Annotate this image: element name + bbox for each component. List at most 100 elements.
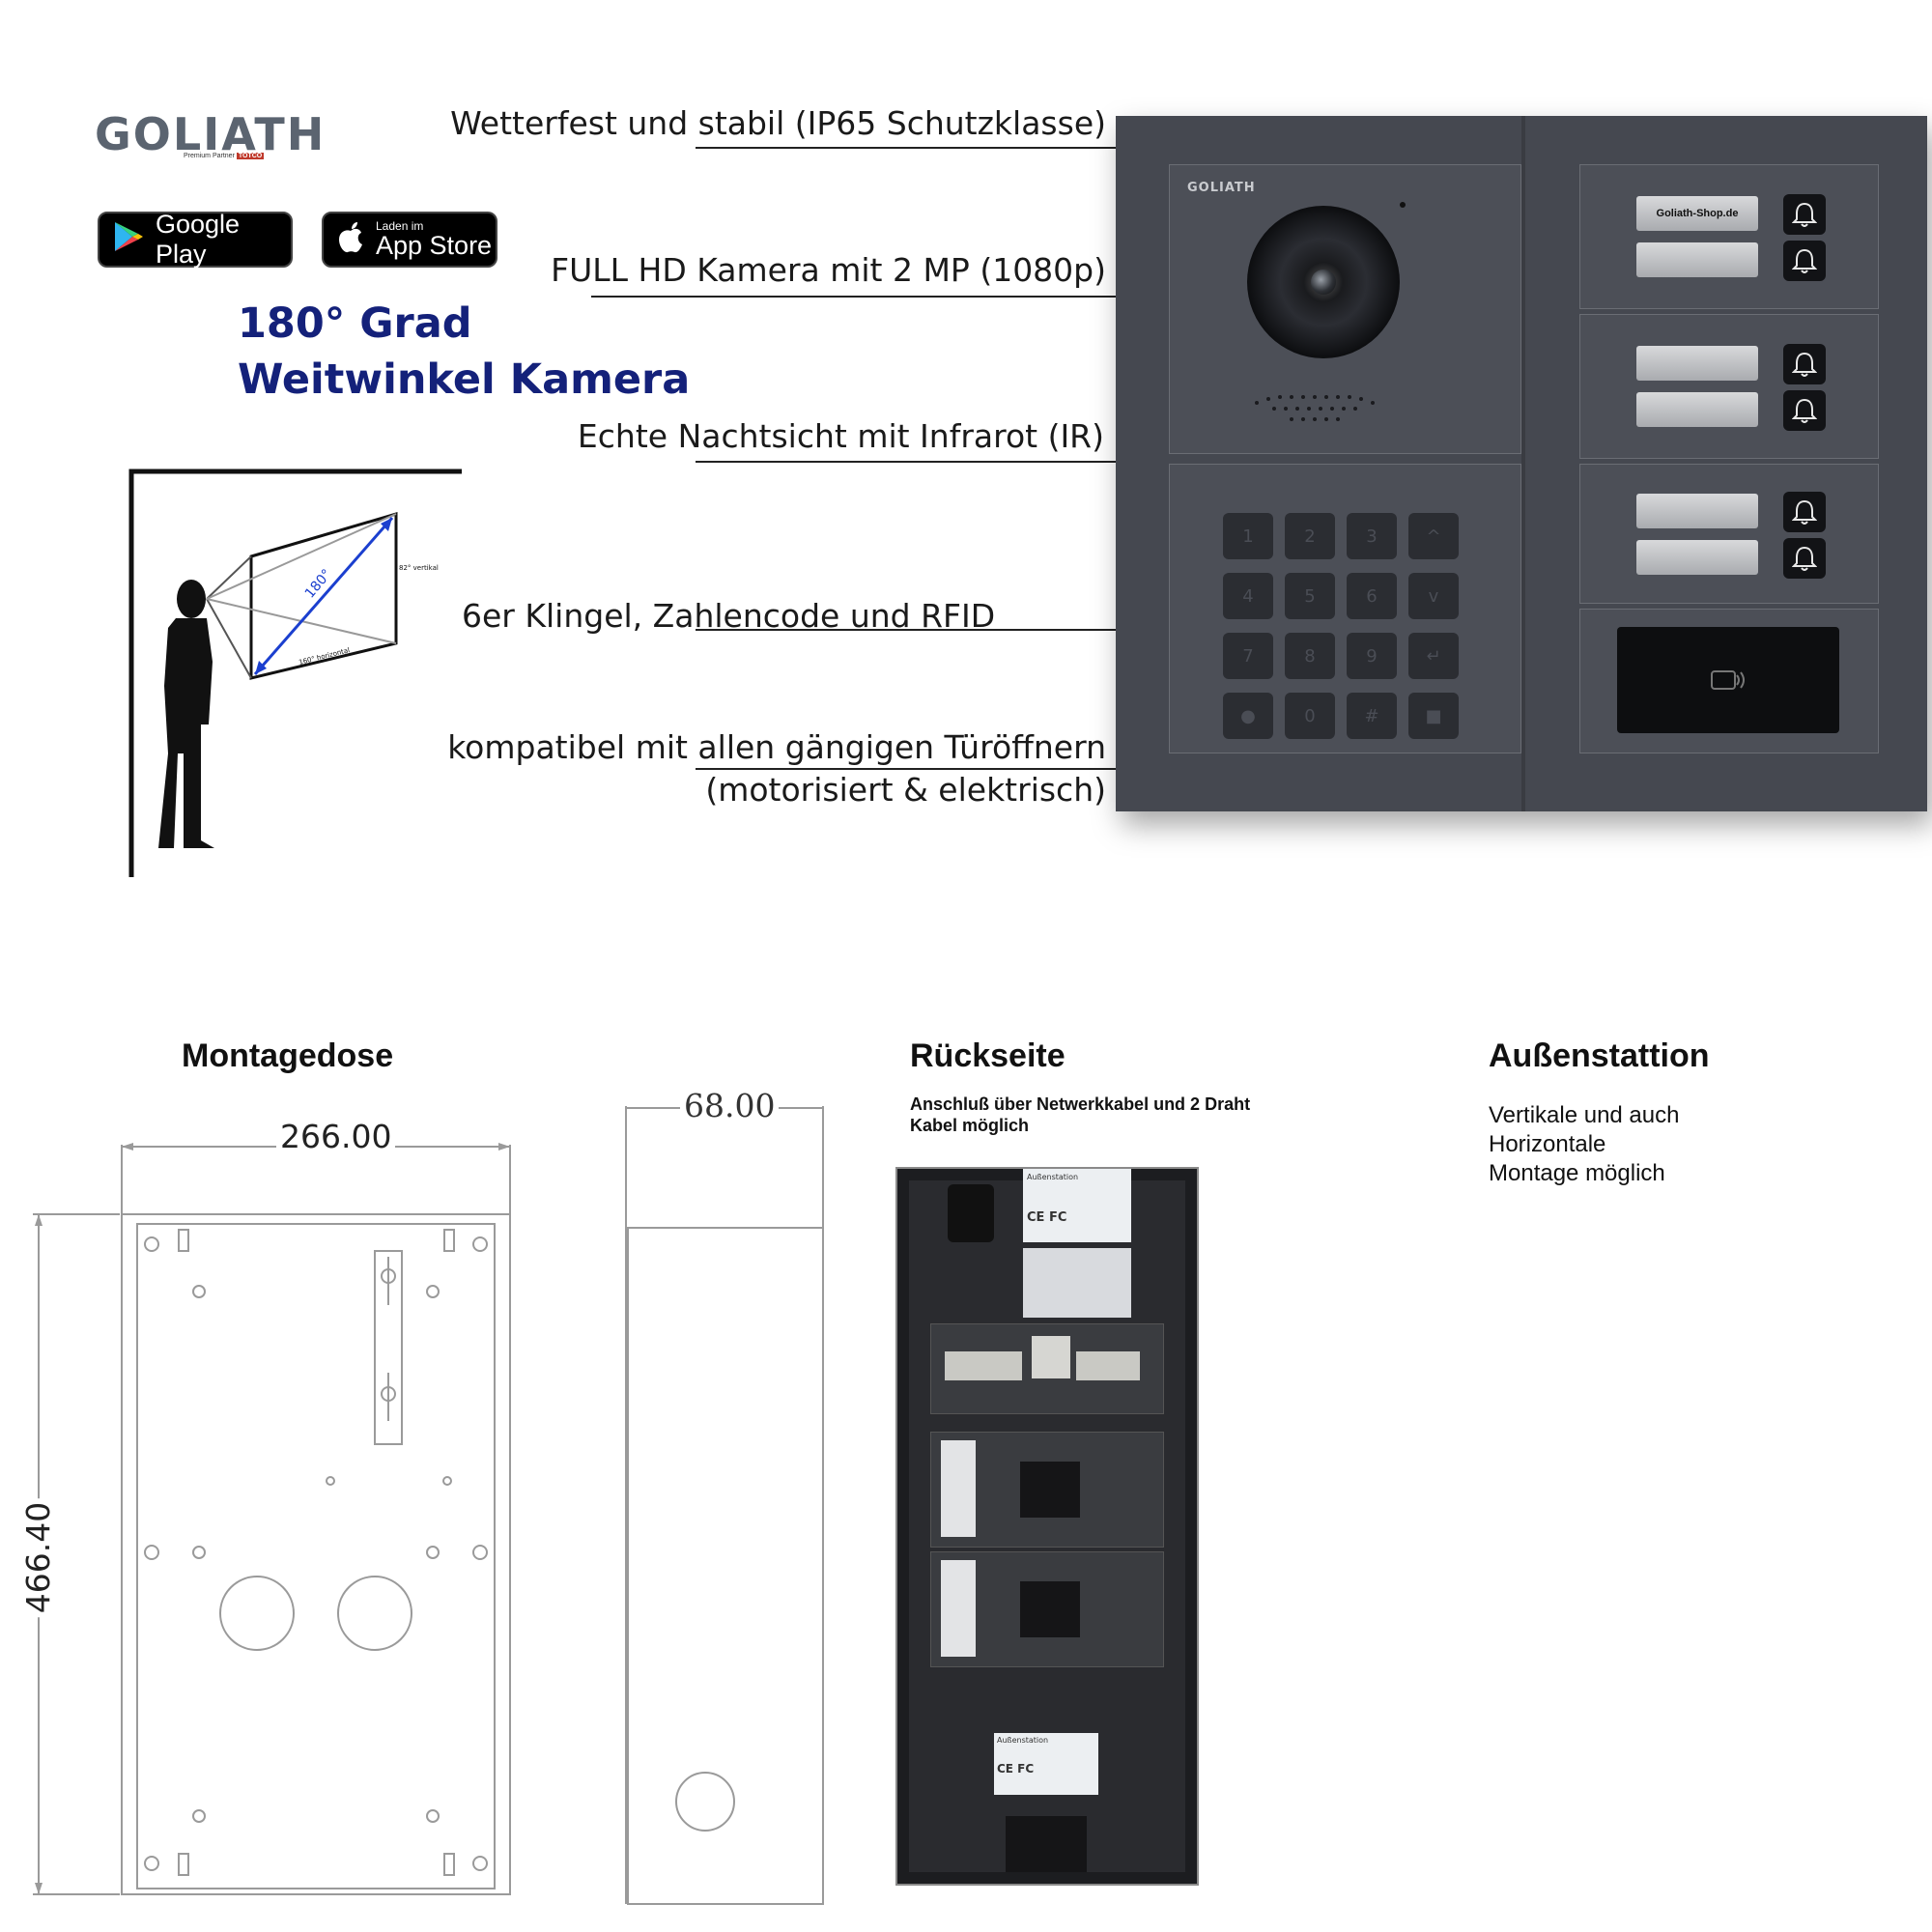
feature-compatible: kompatibel mit allen gängigen Türöffnern <box>447 728 1106 766</box>
tamper-switch <box>948 1184 994 1242</box>
height-dimension: 466.40 <box>19 1497 58 1618</box>
angle-label: 180° <box>302 566 335 601</box>
keypad-key[interactable]: # <box>1347 693 1397 739</box>
rfid-icon <box>1711 670 1745 690</box>
feature-rule-3 <box>696 461 1118 463</box>
diagonal-arrow <box>253 517 394 675</box>
keypad-key[interactable]: ^ <box>1408 513 1459 559</box>
feature-night-vision: Echte Nachtsicht mit Infrarot (IR) <box>577 417 1104 455</box>
aussenstation-line2: Horizontale <box>1489 1131 1606 1157</box>
camera-module: GOLIATH <box>1169 164 1521 454</box>
partner-tagline: Premium Partner TOTCO <box>184 153 265 159</box>
apple-icon <box>337 221 364 259</box>
headline-line2: Weitwinkel Kamera <box>238 355 691 404</box>
rear-view-photo: Außenstation CE FC Außenstation CE FC <box>895 1167 1199 1886</box>
keypad-key[interactable]: 9 <box>1347 633 1397 679</box>
module-connector <box>1020 1581 1080 1637</box>
camera-module-logo: GOLIATH <box>1187 181 1256 195</box>
keypad-key[interactable]: 0 <box>1285 693 1335 739</box>
feature-rule-2 <box>591 296 1118 298</box>
rfid-connector <box>1006 1816 1087 1872</box>
rfid-module <box>1579 609 1879 753</box>
goliath-logo: GOLIATH <box>95 108 327 160</box>
bell-icon <box>1783 194 1826 235</box>
rfid-reader <box>1617 627 1839 733</box>
partner-text: Premium Partner <box>184 153 235 159</box>
aussenstation-description: Vertikale und auch Horizontale Montage m… <box>1489 1101 1679 1188</box>
lens-center <box>1311 270 1336 295</box>
name-tag-button[interactable] <box>1636 494 1758 528</box>
google-play-icon <box>113 220 144 260</box>
app-store-badge[interactable]: Laden im App Store <box>322 212 497 268</box>
panel-divider <box>1521 116 1525 811</box>
width-dimension: 266.00 <box>276 1118 396 1155</box>
keypad-key[interactable]: v <box>1408 573 1459 619</box>
ethernet-port-icon <box>1032 1336 1070 1378</box>
bell-module-back-1 <box>930 1432 1164 1548</box>
feature-rule-4 <box>696 629 1118 631</box>
aussenstation-line3: Montage möglich <box>1489 1160 1665 1186</box>
rueckseite-title: Rückseite <box>910 1037 1065 1074</box>
wiring-label <box>1023 1248 1131 1318</box>
google-play-label: Google Play <box>156 210 241 269</box>
module-connector <box>1020 1462 1080 1518</box>
connector-board <box>930 1323 1164 1414</box>
feature-rule-5 <box>696 768 1118 770</box>
name-tag-button[interactable] <box>1636 346 1758 381</box>
montagedose-title: Montagedose <box>182 1037 394 1074</box>
speaker-grille-icon <box>1255 395 1375 421</box>
name-tag-button[interactable] <box>1636 392 1758 427</box>
keypad-key[interactable]: 6 <box>1347 573 1397 619</box>
bell-icon <box>1783 241 1826 281</box>
keypad-key[interactable]: 4 <box>1223 573 1273 619</box>
terminal-block-right <box>1076 1351 1140 1380</box>
camera-lens-icon <box>1247 206 1400 358</box>
light-sensor <box>1400 202 1406 208</box>
keypad-key[interactable]: 2 <box>1285 513 1335 559</box>
name-tag-button[interactable] <box>1636 242 1758 277</box>
feature-compatible-detail: (motorisiert & elektrisch) <box>705 771 1106 809</box>
name-tag-button[interactable] <box>1636 540 1758 575</box>
rueckseite-subtitle-line1: Anschluß über Netwerkkabel und 2 Draht <box>910 1094 1251 1114</box>
module-label <box>941 1560 976 1657</box>
bell-module-back-2 <box>930 1551 1164 1667</box>
bell-icon <box>1783 344 1826 384</box>
person-silhouette-icon <box>158 580 214 848</box>
product-label-2: Außenstation CE FC <box>994 1733 1098 1795</box>
module-label <box>941 1440 976 1537</box>
keypad-key[interactable]: 5 <box>1285 573 1335 619</box>
aussenstation-line1: Vertikale und auch <box>1489 1102 1680 1128</box>
feature-weatherproof: Wetterfest und stabil (IP65 Schutzklasse… <box>450 104 1106 142</box>
terminal-block-left <box>945 1351 1022 1380</box>
bell-module-3 <box>1579 464 1879 604</box>
rueckseite-subtitle-line2: Kabel möglich <box>910 1116 1030 1135</box>
product-label-title: Außenstation <box>1027 1173 1079 1181</box>
keypad-key[interactable]: 8 <box>1285 633 1335 679</box>
bell-module-2 <box>1579 314 1879 459</box>
field-of-view-diagram: 180° 82° vertikal 160° horizontal <box>128 469 462 877</box>
feature-camera: FULL HD Kamera mit 2 MP (1080p) <box>551 251 1106 289</box>
keypad-key[interactable]: 1 <box>1223 513 1273 559</box>
keypad-key[interactable]: 7 <box>1223 633 1273 679</box>
keypad-key[interactable]: ● <box>1223 693 1273 739</box>
feature-bell-code-rfid: 6er Klingel, Zahlencode und RFID <box>462 597 996 635</box>
feature-rule-1 <box>696 147 1118 149</box>
vertical-label: 82° vertikal <box>399 564 439 572</box>
name-tag-button[interactable]: Goliath-Shop.de <box>1636 196 1758 231</box>
google-play-badge[interactable]: Google Play <box>98 210 293 269</box>
keypad-key[interactable]: ↵ <box>1408 633 1459 679</box>
keypad-key[interactable]: 3 <box>1347 513 1397 559</box>
bell-icon <box>1783 538 1826 579</box>
product-label: Außenstation CE FC <box>1023 1169 1131 1242</box>
bell-icon <box>1783 492 1826 532</box>
depth-dimension: 68.00 <box>680 1087 780 1124</box>
mounting-box-drawing <box>33 1106 824 1905</box>
app-store-label: App Store <box>376 231 493 260</box>
ce-mark: CE FC <box>1027 1210 1067 1225</box>
ce-mark: CE FC <box>997 1762 1035 1776</box>
wall-outline <box>128 469 462 877</box>
keypad-key[interactable]: ■ <box>1408 693 1459 739</box>
